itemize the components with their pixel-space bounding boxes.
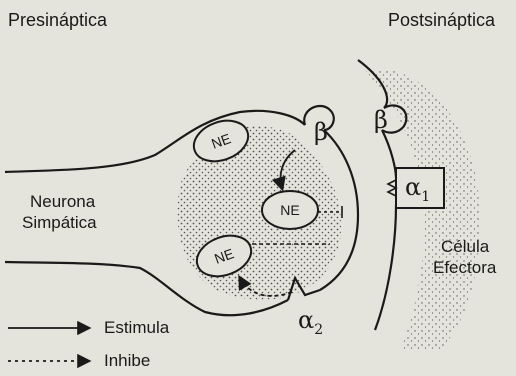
beta-post-label: β [374, 108, 388, 132]
postsynaptic-membrane-lower [375, 130, 396, 330]
alpha2-subscript: 2 [314, 322, 323, 338]
postsynaptic-title: Postsináptica [388, 10, 495, 31]
beta-pre-label: β [314, 120, 328, 144]
neuron-label-line1: Neurona [30, 192, 95, 212]
alpha1-subscript: 1 [421, 189, 430, 205]
neuron-label-line2: Simpática [22, 213, 97, 233]
legend-inhibit-label: Inhibe [104, 351, 150, 371]
postsynaptic-membrane [358, 60, 387, 108]
alpha1-symbol: α [405, 173, 421, 201]
legend-stimulate-label: Estimula [104, 318, 169, 338]
alpha2-label: α2 [298, 308, 323, 337]
alpha1-label: α1 [405, 175, 430, 204]
alpha2-symbol: α [298, 306, 314, 334]
alpha1-zigzag [388, 180, 396, 196]
effector-label-line1: Célula [441, 237, 489, 257]
effector-label-line2: Efectora [433, 258, 496, 278]
vesicle-label-center: NE [270, 203, 310, 217]
presynaptic-title: Presináptica [8, 10, 107, 31]
